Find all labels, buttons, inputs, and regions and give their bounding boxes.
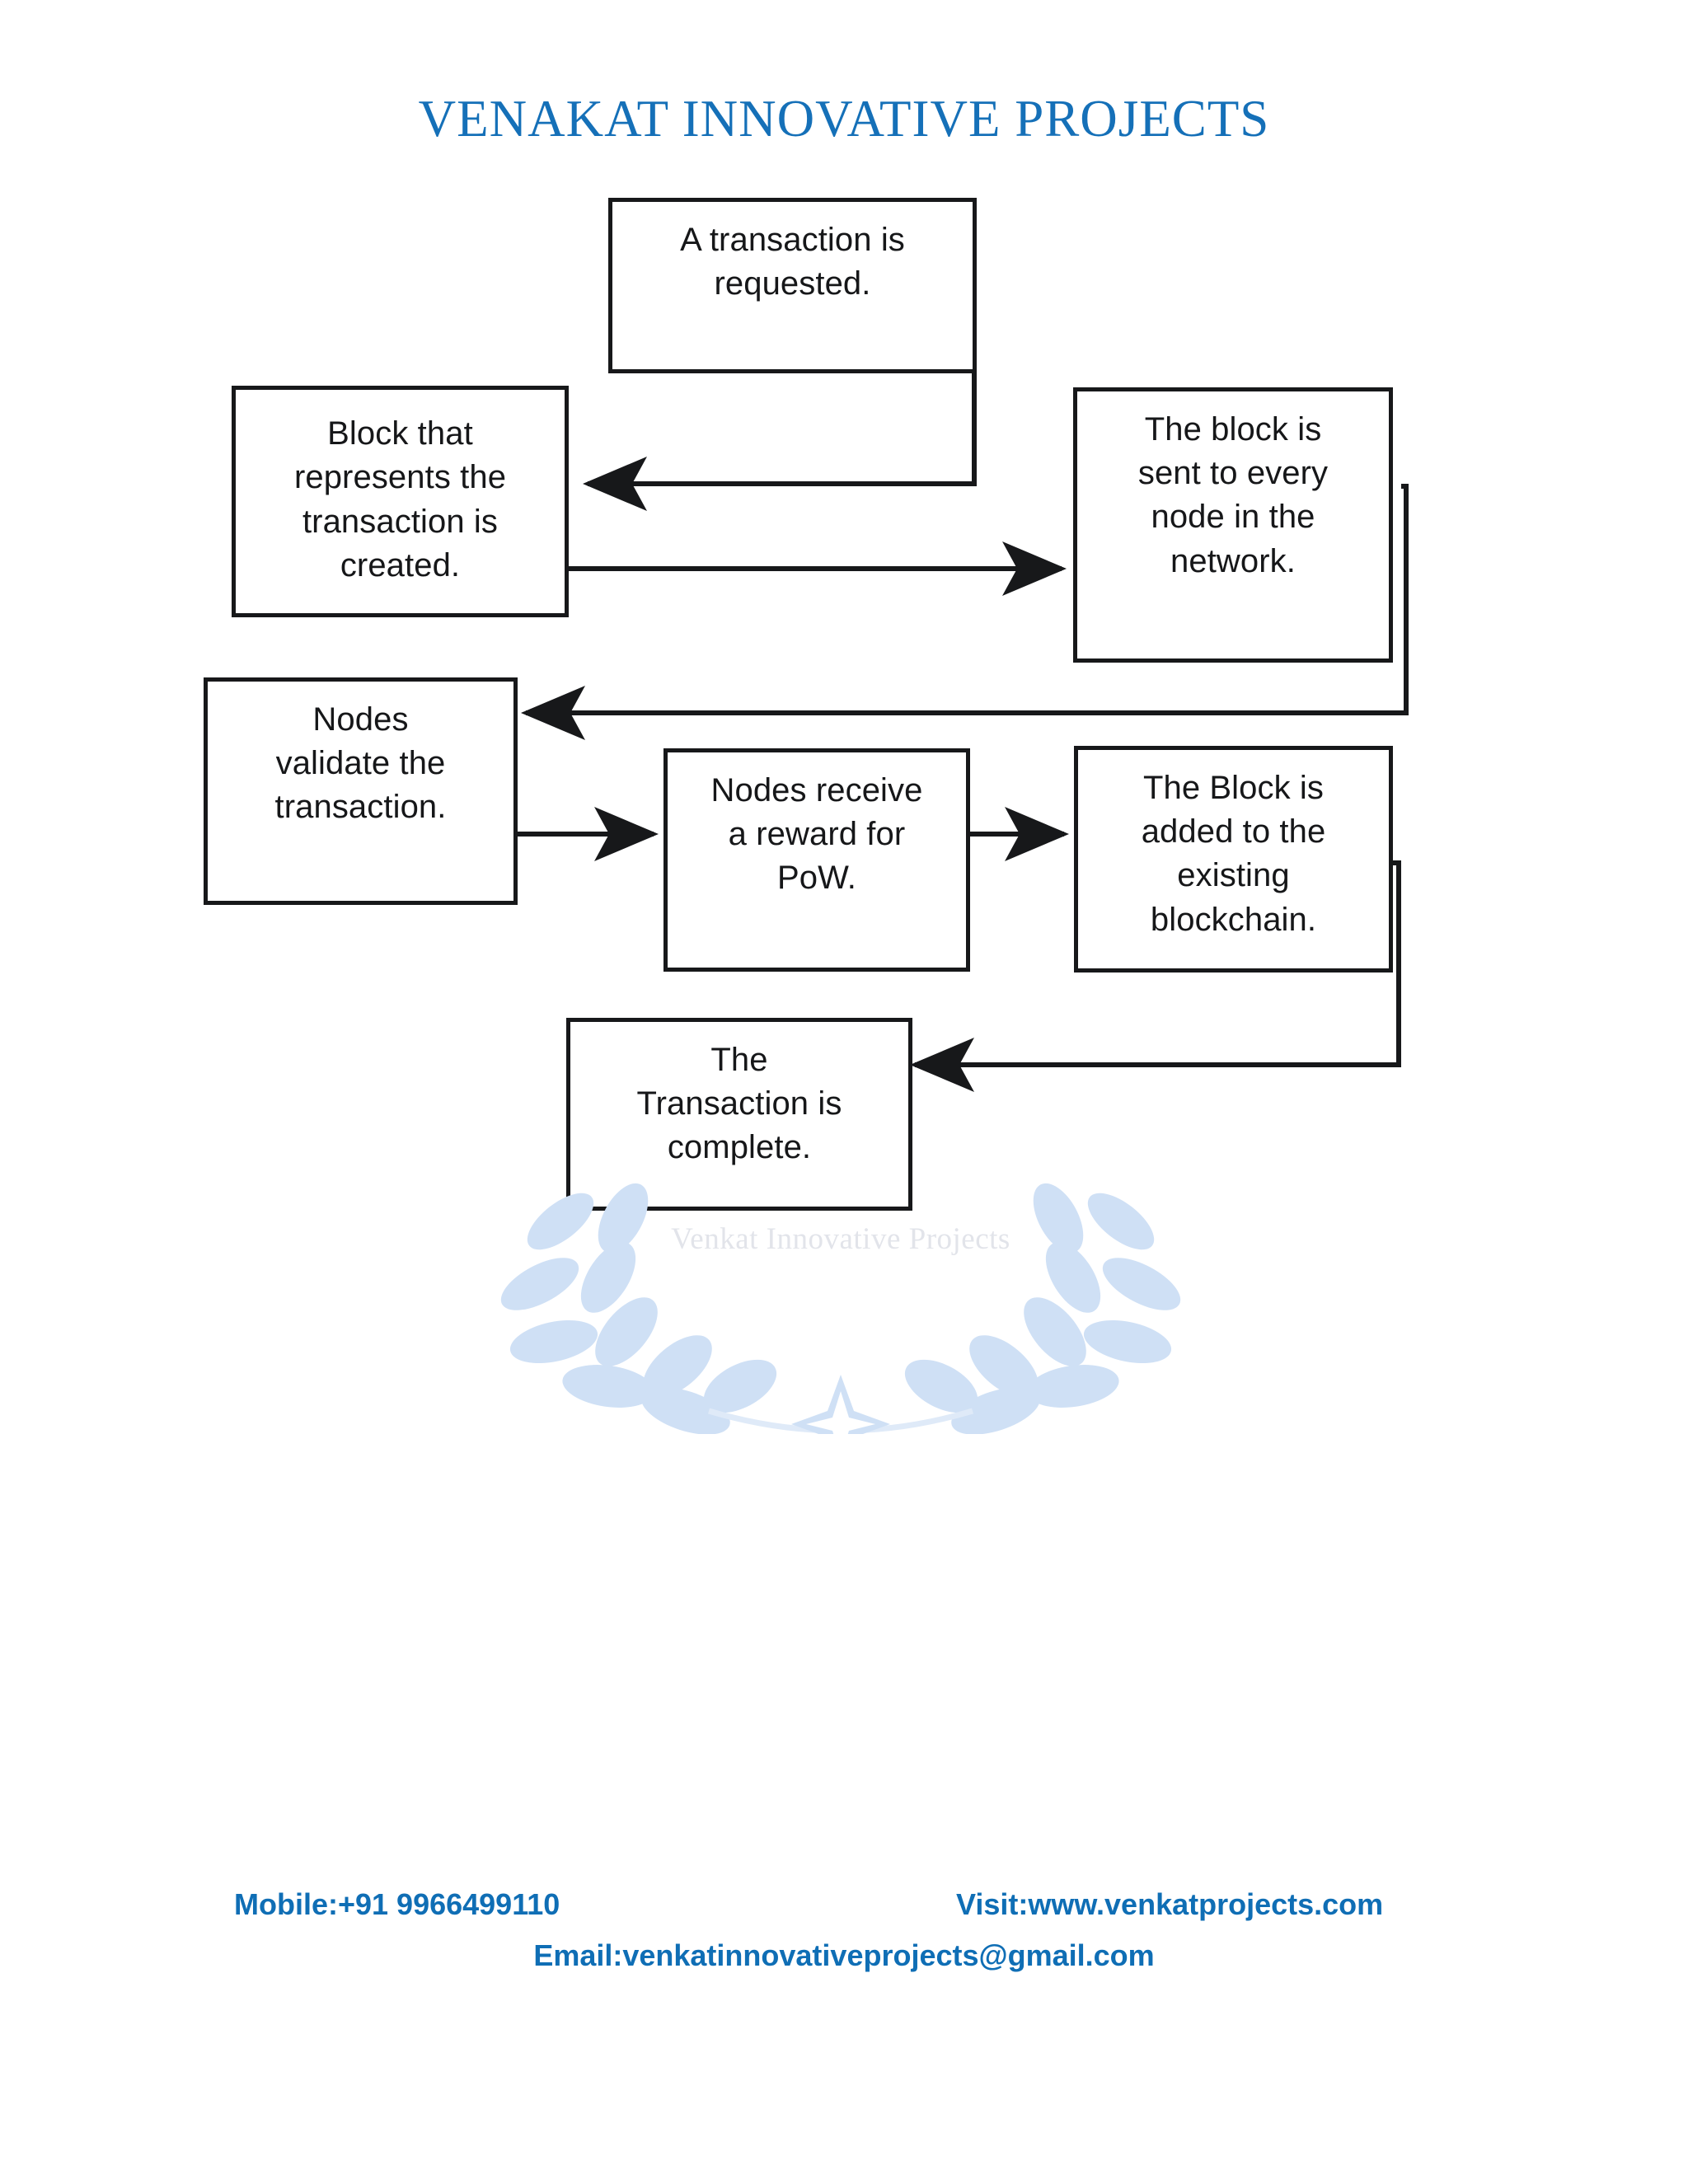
- footer-email-link[interactable]: Email:venkatinnovativeprojects@gmail.com: [533, 1938, 1155, 1972]
- edge-added-to-complete: [910, 860, 1401, 1092]
- flow-node-block-created[interactable]: Block that represents the transaction is…: [232, 386, 569, 617]
- flow-node-nodes-reward[interactable]: Nodes receive a reward for PoW.: [663, 748, 970, 972]
- footer-row-primary: Mobile:+91 9966499110 Visit:www.venkatpr…: [0, 1887, 1688, 1933]
- footer-mobile[interactable]: Mobile:+91 9966499110: [234, 1887, 560, 1921]
- edge-sent-to-validate: [521, 484, 1409, 740]
- flow-node-transaction-complete[interactable]: The Transaction is complete.: [566, 1018, 912, 1211]
- flow-node-block-added[interactable]: The Block is added to the existing block…: [1074, 746, 1393, 972]
- blockchain-transaction-flowchart: A transaction is requested. Block that r…: [204, 198, 1409, 1211]
- footer-contact-info: Mobile:+91 9966499110 Visit:www.venkatpr…: [0, 1887, 1688, 1972]
- flow-node-block-sent-to-nodes[interactable]: The block is sent to every node in the n…: [1073, 387, 1393, 663]
- footer-website-link[interactable]: Visit:www.venkatprojects.com: [956, 1887, 1384, 1921]
- flow-node-nodes-validate[interactable]: Nodes validate the transaction.: [204, 677, 518, 905]
- flow-node-transaction-requested[interactable]: A transaction is requested.: [608, 198, 977, 373]
- page-title: VENAKAT INNOVATIVE PROJECTS: [418, 90, 1270, 148]
